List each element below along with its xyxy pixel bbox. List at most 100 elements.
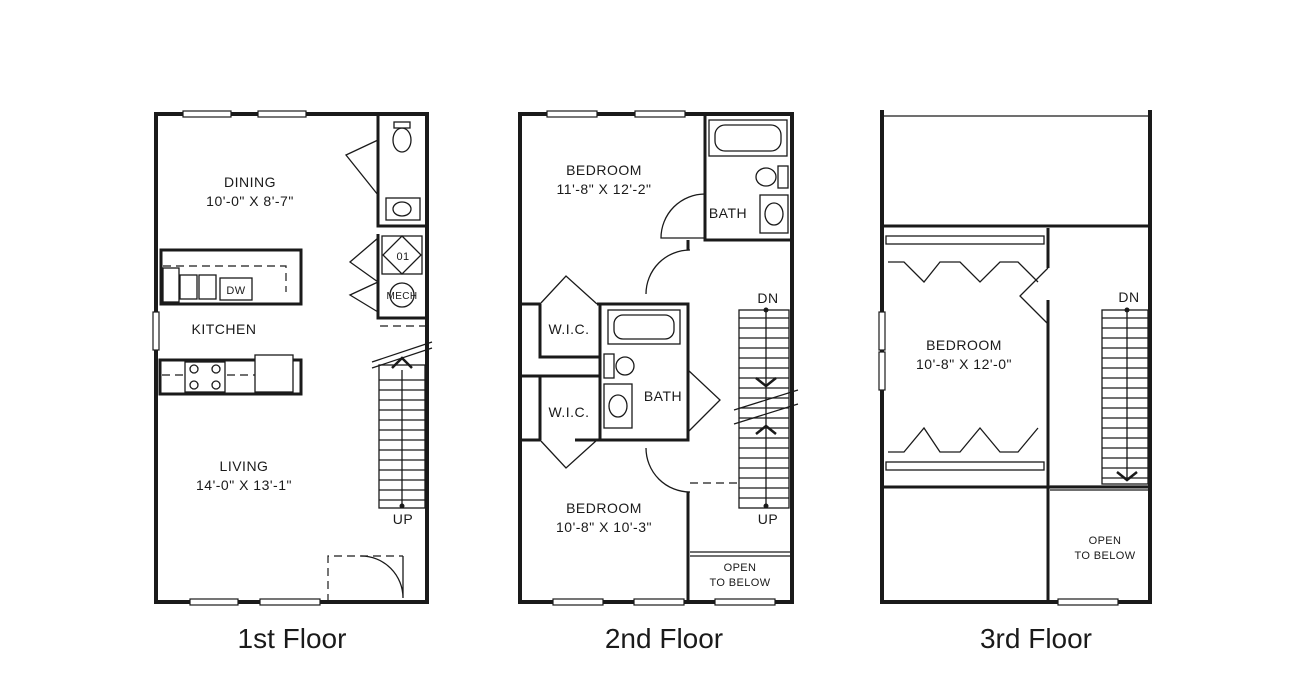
third-floor-caption: 3rd Floor xyxy=(980,623,1092,654)
stair-treads xyxy=(1102,317,1148,479)
living-room-size: 14'-0" X 13'-1" xyxy=(196,477,292,493)
wic-bottom-name: W.I.C. xyxy=(548,404,589,420)
door-swing xyxy=(645,447,691,493)
closet-wall xyxy=(376,234,425,320)
sink-basin-icon xyxy=(198,274,217,300)
burner-icon xyxy=(189,364,199,374)
refrigerator-box xyxy=(254,354,294,393)
window xyxy=(189,598,239,606)
wic-bottom-wall xyxy=(522,374,602,442)
dishwasher-box xyxy=(219,277,253,301)
window xyxy=(152,311,160,351)
open-to-below-line2: TO BELOW xyxy=(709,577,770,589)
burner-icon xyxy=(211,364,221,374)
stair-break-line xyxy=(371,341,433,369)
powder-room-wall xyxy=(376,116,425,228)
toilet-tank xyxy=(603,353,615,379)
bedroom-name: BEDROOM xyxy=(926,337,1002,353)
second-floor-plan: BATH W.I.C. BATH W.I.C. xyxy=(518,110,799,606)
entry-dash xyxy=(327,555,403,602)
first-floor-plan: 01 MECH UP DW DINING 10'-0" X 8'-7" xyxy=(152,110,433,606)
stairs-up-label: UP xyxy=(393,511,413,527)
open-to-below-line2: TO BELOW xyxy=(1074,550,1135,562)
stair-direction-dot xyxy=(1124,307,1130,313)
mech-label: MECH xyxy=(386,291,417,302)
kitchen-upper-counter xyxy=(159,248,303,306)
bathtub-basin xyxy=(714,124,782,152)
closet-door-swing xyxy=(348,237,379,313)
stairs-down-label: DN xyxy=(757,290,778,306)
closet-diamond xyxy=(382,235,422,275)
top-bath-name: BATH xyxy=(709,205,747,221)
stair-direction-dot xyxy=(763,503,769,509)
stair-arrow-up-icon xyxy=(755,424,777,435)
toilet-icon xyxy=(755,167,777,187)
entry-door-swing xyxy=(360,555,404,599)
living-room-name: LIVING xyxy=(220,458,269,474)
open-to-below-line1: OPEN xyxy=(724,562,757,574)
window xyxy=(633,598,685,606)
stair-arrow-down-icon xyxy=(755,377,777,388)
open-to-below-rail xyxy=(1050,485,1148,491)
stair-break-line xyxy=(733,389,799,425)
closet-label: 01 xyxy=(396,251,409,263)
window xyxy=(259,598,321,606)
bifold-door-icon xyxy=(888,261,1039,283)
second-floor-caption: 2nd Floor xyxy=(605,623,723,654)
sink-icon xyxy=(608,394,628,418)
window xyxy=(878,351,886,391)
bedroom-top-size: 11'-8" X 12'-2" xyxy=(557,181,652,197)
door-swing xyxy=(344,139,379,196)
sink-icon xyxy=(764,202,784,226)
stair-direction-dot xyxy=(763,307,769,313)
dining-room-size: 10'-0" X 8'-7" xyxy=(206,193,294,209)
counter-dash xyxy=(163,265,287,292)
stair-treads xyxy=(739,317,789,499)
closet-door-swing xyxy=(539,275,598,305)
toilet-tank xyxy=(777,165,789,189)
window xyxy=(182,110,232,118)
closet-door-swing xyxy=(539,439,598,469)
first-floor-caption: 1st Floor xyxy=(238,623,347,654)
burner-icon xyxy=(211,380,221,390)
window xyxy=(634,110,686,118)
dining-room-name: DINING xyxy=(224,174,276,190)
window xyxy=(546,110,598,118)
closet-shelf xyxy=(885,461,1045,471)
sink-basin-icon xyxy=(179,274,198,300)
stairs-up-label: UP xyxy=(758,511,778,527)
center-bath-name: BATH xyxy=(644,388,682,404)
window xyxy=(257,110,307,118)
bedroom-top-name: BEDROOM xyxy=(566,162,642,178)
stair-direction-dot xyxy=(399,503,405,509)
burner-icon xyxy=(189,380,199,390)
toilet-icon xyxy=(615,356,635,376)
mech-unit-icon xyxy=(389,282,415,308)
door-swing xyxy=(660,193,706,239)
window xyxy=(714,598,776,606)
window xyxy=(552,598,604,606)
bedroom-bottom-size: 10'-8" X 10'-3" xyxy=(556,519,652,535)
kitchen-lower-counter xyxy=(158,358,303,396)
bedroom-bottom-name: BEDROOM xyxy=(566,500,642,516)
bedroom-size: 10'-8" X 12'-0" xyxy=(916,356,1012,372)
open-to-below-line1: OPEN xyxy=(1089,535,1122,547)
stair-arrow-icon xyxy=(391,356,413,369)
closet-shelf xyxy=(885,235,1045,245)
wic-top-name: W.I.C. xyxy=(548,321,589,337)
door-swing xyxy=(645,249,691,295)
toilet-icon xyxy=(392,127,412,153)
dishwasher-label: DW xyxy=(226,285,245,297)
kitchen-room-name: KITCHEN xyxy=(192,321,257,337)
stair-arrow-down-icon xyxy=(1116,471,1138,482)
third-floor-plan: DN OPEN TO BELOW BEDROOM 10'-8" X 12'-0" xyxy=(878,110,1152,606)
counter-end xyxy=(162,267,180,303)
bifold-door-icon xyxy=(888,426,1039,453)
door-swing xyxy=(1019,267,1049,325)
sink-icon xyxy=(392,201,412,217)
door-swing xyxy=(687,369,721,433)
top-bath-wall xyxy=(703,116,792,242)
window xyxy=(878,311,886,351)
